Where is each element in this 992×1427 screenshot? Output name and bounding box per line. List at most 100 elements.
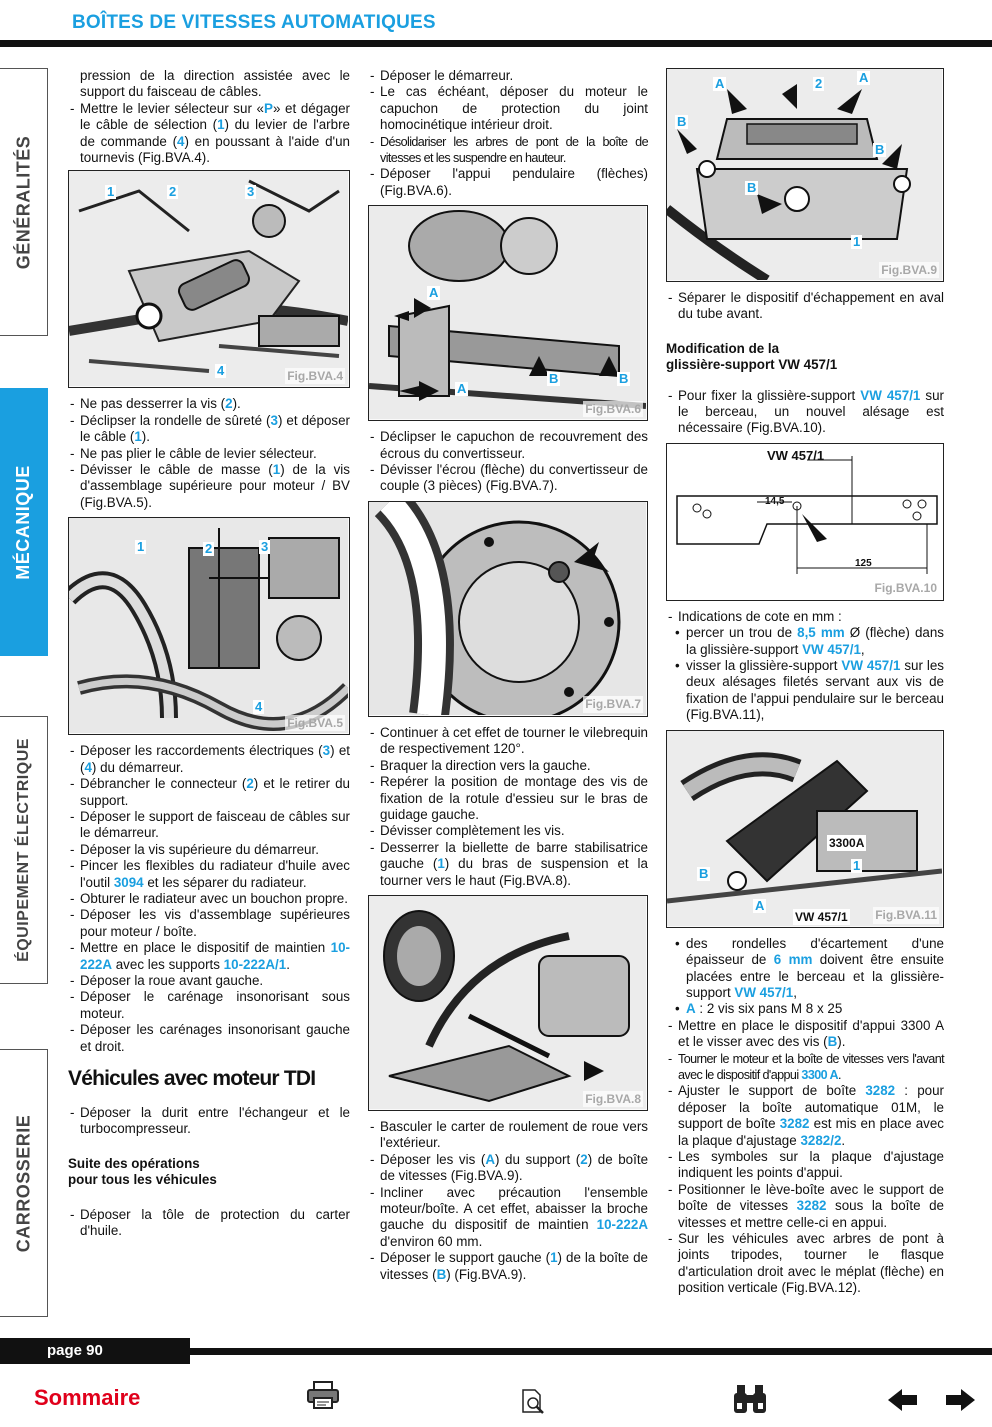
page-header-title: BOÎTES DE VITESSES AUTOMATIQUES — [72, 12, 436, 33]
figure-callout: 3 — [245, 184, 257, 200]
sidebar-tab-label: GÉNÉRALITÉS — [13, 135, 34, 269]
list-item: Déclipser la rondelle de sûreté (3) et d… — [68, 413, 350, 446]
binoculars-icon[interactable] — [732, 1383, 768, 1420]
figure-callout: A — [753, 897, 767, 913]
figure-dimension: 125 — [855, 557, 872, 569]
sommaire-link[interactable]: Sommaire — [34, 1385, 141, 1410]
figure-bva-11: 3300A VW 457/1 A B 1 Fig.BVA.11 — [666, 729, 944, 928]
sidebar-tab-mecanique[interactable]: MÉCANIQUE — [0, 388, 48, 656]
arrow-right-icon[interactable] — [946, 1388, 976, 1417]
sidebar-tab-equipement-electrique[interactable]: ÉQUIPEMENT ÉLECTRIQUE — [0, 716, 48, 984]
list-item: Déposer le carénage insonorisant sous mo… — [68, 989, 350, 1022]
sidebar-tab-label: MÉCANIQUE — [13, 464, 34, 580]
list-item: Déposer la tôle de protection du carter … — [68, 1207, 350, 1240]
figure-callout: B — [675, 114, 689, 129]
figure-callout: A — [713, 76, 727, 91]
list-item: Desserrer la biellette de barre stabilis… — [368, 840, 648, 889]
list-item: Pincer les flexibles du radiateur d'huil… — [68, 858, 350, 891]
list-item: Obturer le radiateur avec un bouchon pro… — [68, 891, 350, 908]
figure-bva-8: Fig.BVA.8 — [368, 894, 648, 1111]
list-item: Les symboles sur la plaque d'ajustage in… — [666, 1149, 944, 1182]
figure-label: Fig.BVA.9 — [879, 261, 939, 278]
figure-callout: 1 — [851, 234, 863, 249]
list-item: Sur les véhicules avec arbres de pont à … — [666, 1231, 944, 1297]
figure-callout: B — [697, 865, 711, 881]
list-item: Pour fixer la glissière-support VW 457/1… — [666, 388, 944, 437]
text-column-3: A A 2 B B B 1 Fig.BVA.9 Séparer le dispo… — [666, 68, 945, 1297]
sidebar-tab-label: ÉQUIPEMENT ÉLECTRIQUE — [14, 738, 32, 962]
figure-callout: B — [547, 371, 561, 387]
list-item: Mettre en place le dispositif de maintie… — [68, 940, 350, 973]
figure-dimension: 14,5 — [765, 495, 785, 507]
list-item: Déclipser le capuchon de recouvrement de… — [368, 429, 648, 462]
figure-callout: 1 — [105, 184, 117, 200]
list-item: Positionner le lève-boîte avec le suppor… — [666, 1182, 944, 1231]
list-item: Déposer la vis supérieure du démarreur. — [68, 842, 350, 859]
list-item: Désolidariser les arbres de pont de la b… — [368, 134, 649, 167]
list-item: Dévisser le câble de masse (1) de la vis… — [68, 462, 350, 511]
list-item: Débrancher le connecteur (2) et le retir… — [68, 776, 350, 809]
bullet-item: A : 2 vis six pans M 8 x 25 — [666, 1001, 944, 1018]
figure-label: Fig.BVA.4 — [285, 368, 345, 385]
header-rule — [0, 40, 992, 47]
figure-label: Fig.BVA.8 — [583, 1090, 643, 1107]
list-item: Braquer la direction vers la gauche. — [368, 758, 648, 775]
figure-bva-5: 1 2 3 4 Fig.BVA.5 — [68, 517, 350, 736]
list-item: Déposer les vis d'assemblage supérieures… — [68, 907, 350, 940]
list-item: Déposer le support gauche (1) de la boît… — [368, 1250, 648, 1283]
list-item: Déposer le support de faisceau de câbles… — [68, 809, 350, 842]
sidebar-tab-label: CARROSSERIE — [13, 1114, 33, 1252]
list-item: Déposer le démarreur. — [368, 68, 648, 85]
printer-icon[interactable] — [306, 1380, 340, 1415]
list-item: Repérer la position de montage des vis d… — [368, 774, 648, 823]
figure-label: Fig.BVA.11 — [873, 907, 939, 924]
figure-bva-10: VW 457/1 14,5 125 Fig.BVA.10 — [666, 442, 944, 601]
list-item: Mettre le levier sélecteur sur «P» et dé… — [68, 101, 350, 167]
figure-label: Fig.BVA.7 — [583, 696, 643, 713]
figure-label: Fig.BVA.6 — [583, 400, 643, 418]
page-number: page 90 — [0, 1338, 190, 1364]
text-column-1: pression de la direction assistée avec l… — [68, 68, 350, 1239]
list-item: Indications de cote en mm : — [666, 609, 944, 626]
figure-callout: B — [745, 180, 759, 195]
figure-bva-7: Fig.BVA.7 — [368, 500, 648, 717]
search-document-icon[interactable] — [520, 1388, 546, 1421]
footer-rule — [0, 1348, 992, 1355]
sidebar-tab-generalites[interactable]: GÉNÉRALITÉS — [0, 68, 48, 336]
list-item: Ajuster le support de boîte 3282 : pour … — [666, 1083, 944, 1149]
figure-callout: A — [857, 70, 871, 85]
figure-label: Fig.BVA.5 — [285, 714, 345, 732]
list-item: Déposer l'appui pendulaire (flèches) (Fi… — [368, 166, 648, 199]
text-column-2: Déposer le démarreur. Le cas échéant, dé… — [368, 68, 649, 1283]
list-item: Basculer le carter de roulement de roue … — [368, 1119, 648, 1152]
figure-callout: A — [455, 381, 469, 397]
figure-label: Fig.BVA.10 — [872, 580, 939, 597]
figure-callout: 2 — [167, 184, 179, 200]
sidebar-tab-carrosserie[interactable]: CARROSSERIE — [0, 1049, 48, 1317]
figure-callout: 4 — [253, 699, 265, 715]
list-item: Dévisser l'écrou (flèche) du convertisse… — [368, 462, 648, 495]
figure-callout: A — [427, 285, 441, 301]
list-item: Incliner avec précaution l'ensemble mote… — [368, 1185, 648, 1251]
figure-callout: B — [873, 142, 887, 157]
list-item: Le cas échéant, déposer du moteur le cap… — [368, 84, 648, 133]
list-item: Déposer la roue avant gauche. — [68, 973, 350, 990]
list-item: Mettre en place le dispositif d'appui 33… — [666, 1018, 944, 1051]
arrow-left-icon[interactable] — [888, 1388, 918, 1417]
figure-callout: 4 — [215, 363, 227, 379]
list-item: Séparer le dispositif d'échappement en a… — [666, 290, 944, 323]
bullet-item: percer un trou de 8,5 mm Ø (flèche) dans… — [666, 625, 944, 658]
list-item: Ne pas plier le câble de levier sélecteu… — [68, 446, 350, 463]
figure-callout: 2 — [813, 76, 825, 91]
section-heading: Véhicules avec moteur TDI — [68, 1067, 316, 1090]
paragraph: pression de la direction assistée avec l… — [80, 68, 350, 100]
figure-bva-9: A A 2 B B B 1 Fig.BVA.9 — [666, 68, 944, 282]
figure-bva-6: A A B B Fig.BVA.6 — [368, 205, 648, 422]
list-item: Déposer les vis (A) du support (2) de bo… — [368, 1152, 648, 1185]
list-item: Ne pas desserrer la vis (2). — [68, 396, 350, 413]
figure-callout: 3 — [259, 539, 271, 555]
figure-callout: 1 — [135, 539, 147, 555]
list-item: Dévisser complètement les vis. — [368, 823, 648, 840]
